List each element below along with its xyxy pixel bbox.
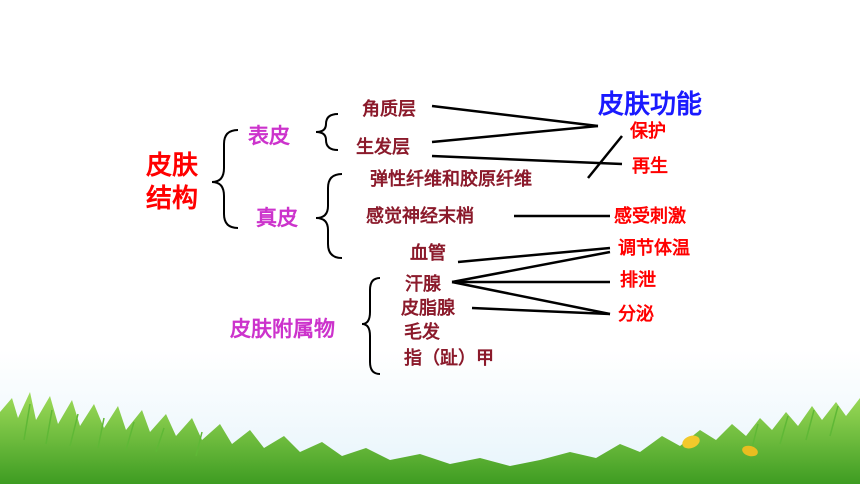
- function-regeneration: 再生: [632, 156, 668, 177]
- root-label-line1: 皮肤: [146, 151, 199, 181]
- root-brace: [211, 129, 239, 229]
- connector-vessels-temperature: [457, 246, 611, 264]
- connector-fibers-protection: [587, 135, 623, 179]
- connector-lines: [431, 104, 623, 316]
- yellow-leaf-icon: [742, 445, 758, 457]
- category-epidermis: 表皮: [248, 124, 290, 148]
- yellow-leaf-icon: [682, 435, 700, 449]
- connector-sweat-secretion: [451, 280, 611, 316]
- function-protection: 保护: [630, 121, 666, 142]
- structure-nails: 指（趾）甲: [404, 348, 494, 369]
- connector-germinativum-regeneration: [431, 154, 623, 166]
- connector-sebaceous-secretion: [471, 306, 611, 316]
- connector-corneum-protection: [431, 104, 599, 128]
- grass-blades: [23, 403, 839, 457]
- structure-fibers: 弹性纤维和胶原纤维: [370, 169, 532, 190]
- structure-nerve-endings: 感觉神经末梢: [366, 206, 474, 227]
- structure-blood-vessels: 血管: [410, 243, 446, 264]
- structure-sweat-gland: 汗腺: [405, 274, 441, 295]
- connector-germinativum-protection: [431, 124, 599, 144]
- structure-stratum-germinativum: 生发层: [356, 137, 410, 158]
- dermis-brace: [315, 173, 343, 259]
- structure-stratum-corneum: 角质层: [362, 99, 416, 120]
- functions-title: 皮肤功能: [598, 90, 703, 120]
- function-sensation: 感受刺激: [614, 206, 686, 227]
- appendages-brace: [361, 277, 381, 375]
- connector-sweat-temperature: [451, 250, 611, 284]
- category-dermis: 真皮: [256, 206, 298, 230]
- root-label-line2: 结构: [146, 184, 199, 214]
- structure-sebaceous-gland: 皮脂腺: [401, 298, 455, 319]
- structure-hair: 毛发: [404, 322, 440, 343]
- category-appendages: 皮肤附属物: [230, 317, 335, 341]
- epidermis-brace: [315, 113, 339, 151]
- function-secretion: 分泌: [618, 304, 654, 325]
- function-temperature: 调节体温: [618, 238, 690, 259]
- grass-field: [0, 392, 860, 484]
- function-excretion: 排泄: [620, 270, 656, 291]
